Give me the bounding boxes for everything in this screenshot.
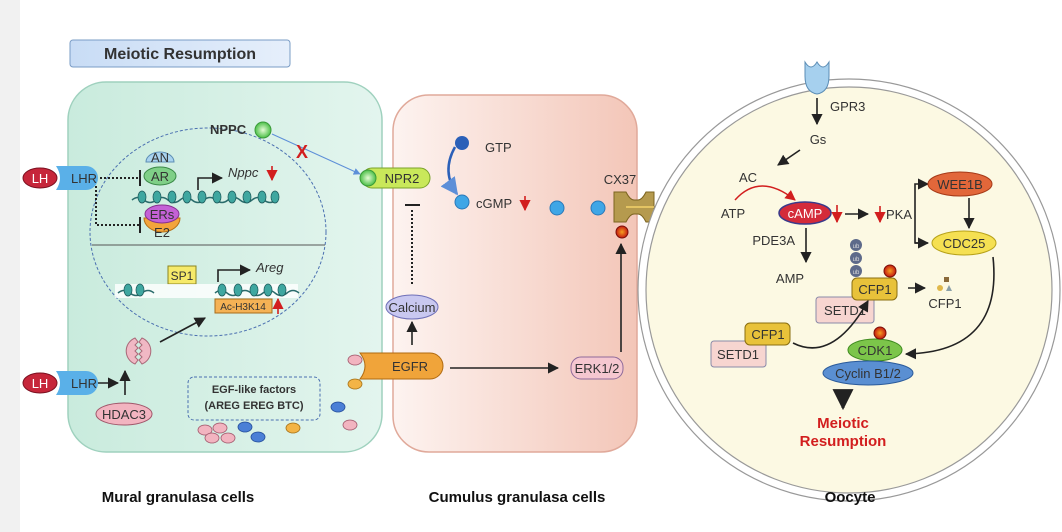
cgmp-label: cGMP <box>476 196 512 211</box>
setd1-label: SETD1 <box>824 303 866 318</box>
cfp1-free-label: CFP1 <box>928 296 961 311</box>
egf-list: (AREG EREG BTC) <box>205 400 304 412</box>
oocyte: GPR3 Gs AC ATP cAMP PKA WEE1B CDC25 PDE3… <box>637 60 1061 502</box>
an-label: AN <box>151 150 169 165</box>
cdc25-label: CDC25 <box>943 236 986 251</box>
ac-label: AC <box>739 170 757 185</box>
chromatin-strand <box>131 190 280 204</box>
cdk1-label: CDK1 <box>858 343 893 358</box>
svg-text:ub: ub <box>853 257 860 263</box>
cumulus-granulosa-cell: NPR2 Calcium EGFR ERK1/2 GTP cGMP CX37 <box>358 94 655 453</box>
caption-mural: Mural granulasa cells <box>102 489 255 506</box>
nuclear-pore-icon <box>125 337 152 365</box>
areg-gene-label: Areg <box>255 260 284 275</box>
pka-label: PKA <box>886 207 912 222</box>
lh-label-2: LH <box>32 376 49 391</box>
gpr3-receptor-icon <box>804 60 830 95</box>
ubiquitin-chain: ub ub ub <box>850 239 862 277</box>
svg-text:ub: ub <box>853 244 860 250</box>
caption-cumulus: Cumulus granulasa cells <box>429 489 606 506</box>
nppc-ligand <box>254 121 272 139</box>
calcium-label: Calcium <box>389 300 436 315</box>
hdac3-label: HDAC3 <box>102 407 146 422</box>
gtp-label: GTP <box>485 140 512 155</box>
e2-label: E2 <box>154 225 170 240</box>
acetyl-label: Ac-H3K14 <box>220 302 266 313</box>
amp-label: AMP <box>776 271 804 286</box>
outcome-line-2: Resumption <box>800 433 887 450</box>
degraded-cfp1-fragments <box>937 277 952 291</box>
cfp1-label: CFP1 <box>858 282 891 297</box>
gs-label: Gs <box>810 132 827 147</box>
phospho-icon <box>615 225 629 239</box>
egfr-label: EGFR <box>392 359 428 374</box>
ers-label: ERs <box>150 207 175 222</box>
caption-oocyte: Oocyte <box>825 489 876 506</box>
wee1b-label: WEE1B <box>937 177 983 192</box>
nppc-gene-label: Nppc <box>228 165 259 180</box>
gpr3-label: GPR3 <box>830 99 865 114</box>
cx37-label: CX37 <box>604 172 637 187</box>
egf-ligand-particles <box>197 354 363 444</box>
lhr-label-2: LHR <box>71 376 97 391</box>
title: Meiotic Resumption <box>104 46 256 63</box>
svg-text:ub: ub <box>853 270 860 276</box>
outcome-line-1: Meiotic <box>817 415 869 432</box>
chromatin-strand-areg <box>115 283 300 298</box>
setd1-b-label: SETD1 <box>717 347 759 362</box>
nppc-label: NPPC <box>210 122 247 137</box>
cfp1-b-label: CFP1 <box>751 327 784 342</box>
npr2-label: NPR2 <box>385 171 420 186</box>
erk-label: ERK1/2 <box>575 361 620 376</box>
ar-label: AR <box>151 169 169 184</box>
camp-label: cAMP <box>788 206 823 221</box>
cx37-gap-junction-icon <box>613 191 655 223</box>
lhr-label: LHR <box>71 171 97 186</box>
block-mark: X <box>296 142 308 162</box>
egf-title: EGF-like factors <box>212 384 296 396</box>
mural-granulosa-cell: LH LHR NPPC X AN AR Nppc ERs E2 <box>22 81 383 453</box>
pde3a-label: PDE3A <box>752 233 795 248</box>
atp-label: ATP <box>721 206 745 221</box>
cyclin-label: Cyclin B1/2 <box>835 366 901 381</box>
title-box: Meiotic Resumption <box>69 39 291 68</box>
lh-label: LH <box>32 171 49 186</box>
sp1-label: SP1 <box>171 269 194 283</box>
